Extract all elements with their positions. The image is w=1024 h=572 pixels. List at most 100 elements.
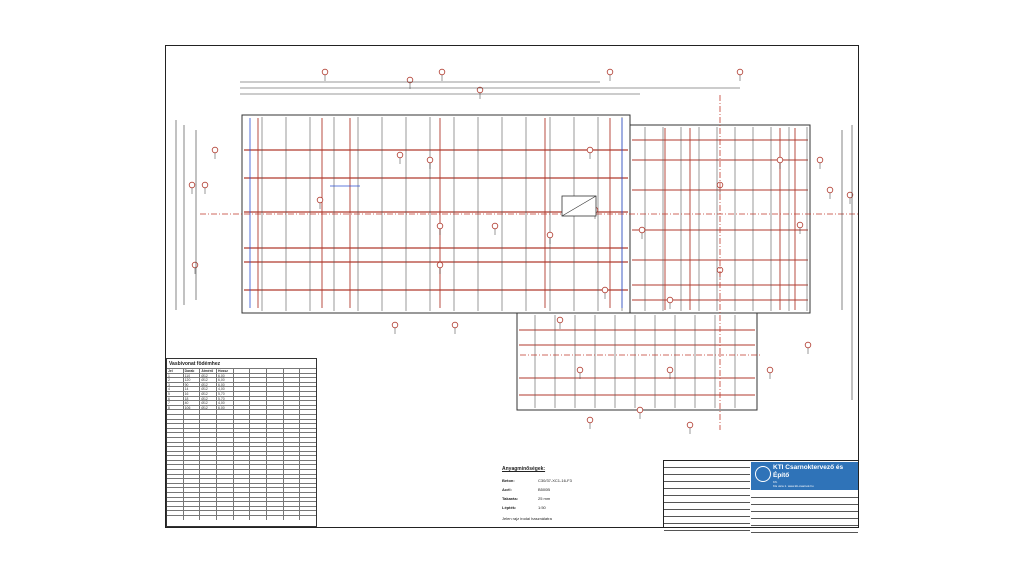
rebar-callout — [636, 406, 644, 414]
table-cell — [182, 502, 200, 506]
table-cell — [167, 516, 183, 520]
table-cell — [282, 483, 300, 488]
table-cell — [266, 373, 283, 378]
table-cell — [216, 451, 233, 456]
table-cell — [282, 451, 300, 456]
table-row — [167, 413, 316, 419]
rebar-callout — [316, 196, 324, 204]
table-cell — [282, 465, 300, 470]
project-header — [716, 47, 856, 77]
table-cell: Ø12 — [199, 382, 216, 387]
table-cell — [299, 382, 316, 387]
title-block: KTI Csarnoktervező és Építő Kft. Kis utc… — [663, 460, 859, 533]
table-cell — [266, 465, 283, 470]
table-cell — [282, 405, 300, 410]
table-cell — [167, 488, 183, 492]
table-cell — [266, 424, 283, 428]
rebar-callout — [606, 68, 614, 76]
note-line: Beton:C30/37-XC1-16-F3 — [502, 478, 652, 483]
table-cell — [282, 493, 300, 497]
table-cell — [167, 438, 183, 442]
table-cell — [199, 511, 216, 515]
rebar-callout — [638, 226, 646, 234]
table-cell — [266, 414, 283, 419]
table-row — [167, 492, 316, 497]
table-cell — [266, 369, 283, 373]
table-cell: 5,70 — [216, 396, 233, 401]
table-cell — [299, 460, 316, 465]
table-cell — [249, 460, 266, 465]
table-cell — [282, 456, 300, 460]
table-cell — [282, 516, 300, 520]
table-row — [167, 446, 316, 451]
table-cell — [199, 442, 216, 447]
table-cell — [282, 447, 300, 451]
table-cell — [299, 442, 316, 447]
table-cell — [199, 424, 216, 428]
table-cell — [299, 502, 316, 506]
note-label: Takarás: — [502, 496, 519, 501]
table-cell — [199, 488, 216, 493]
table-cell — [182, 497, 200, 502]
table-cell — [266, 502, 283, 506]
table-cell — [182, 433, 200, 437]
table-cell — [249, 442, 266, 447]
note-value: B500B — [538, 487, 551, 492]
table-cell — [199, 447, 216, 451]
table-cell — [299, 493, 316, 497]
table-cell — [249, 451, 266, 456]
rebar-callout — [576, 366, 584, 374]
table-cell: 14 — [182, 387, 200, 391]
rebar-callout — [321, 68, 329, 76]
table-cell — [216, 433, 233, 437]
table-cell — [216, 502, 233, 506]
table-cell: 5,70 — [216, 391, 233, 396]
table-cell — [232, 378, 250, 382]
table-cell — [232, 382, 250, 387]
table-cell — [216, 474, 233, 479]
rebar-callout — [436, 222, 444, 230]
table-cell — [216, 447, 233, 451]
table-cell — [249, 414, 266, 419]
table-cell — [249, 378, 266, 382]
table-cell — [249, 479, 266, 483]
rebar-callout — [426, 156, 434, 164]
table-cell — [167, 484, 183, 488]
table-cell: 90 — [182, 382, 200, 387]
note-value: 1:50 — [538, 505, 546, 510]
table-cell — [232, 511, 250, 515]
table-cell — [216, 465, 233, 470]
table-cell — [282, 497, 300, 502]
table-cell: 4,00 — [216, 401, 233, 405]
table-cell — [167, 420, 183, 424]
axis-lines — [200, 95, 860, 430]
table-cell — [182, 447, 200, 451]
rebar-callout — [438, 68, 446, 76]
table-cell — [299, 401, 316, 405]
table-cell — [182, 442, 200, 447]
table-cell — [249, 437, 266, 442]
table-cell: Ø12 — [199, 396, 216, 401]
title-block-fields — [664, 461, 750, 531]
table-cell — [299, 424, 316, 428]
table-cell — [182, 460, 200, 465]
table-cell — [299, 497, 316, 502]
table-cell — [182, 410, 200, 414]
table-cell — [266, 516, 283, 520]
table-cell: 4 — [168, 387, 170, 391]
company-logo: KTI Csarnoktervező és Építő Kft. Kis utc… — [751, 462, 858, 490]
table-cell — [167, 447, 183, 451]
table-cell — [266, 401, 283, 405]
table-cell — [232, 424, 250, 428]
table-cell — [282, 479, 300, 483]
table-cell — [282, 424, 300, 428]
table-cell — [216, 488, 233, 493]
table-cell — [282, 414, 300, 419]
rebar-callout — [816, 156, 824, 164]
table-cell — [216, 410, 233, 414]
table-row — [167, 464, 316, 470]
table-cell — [249, 396, 266, 401]
